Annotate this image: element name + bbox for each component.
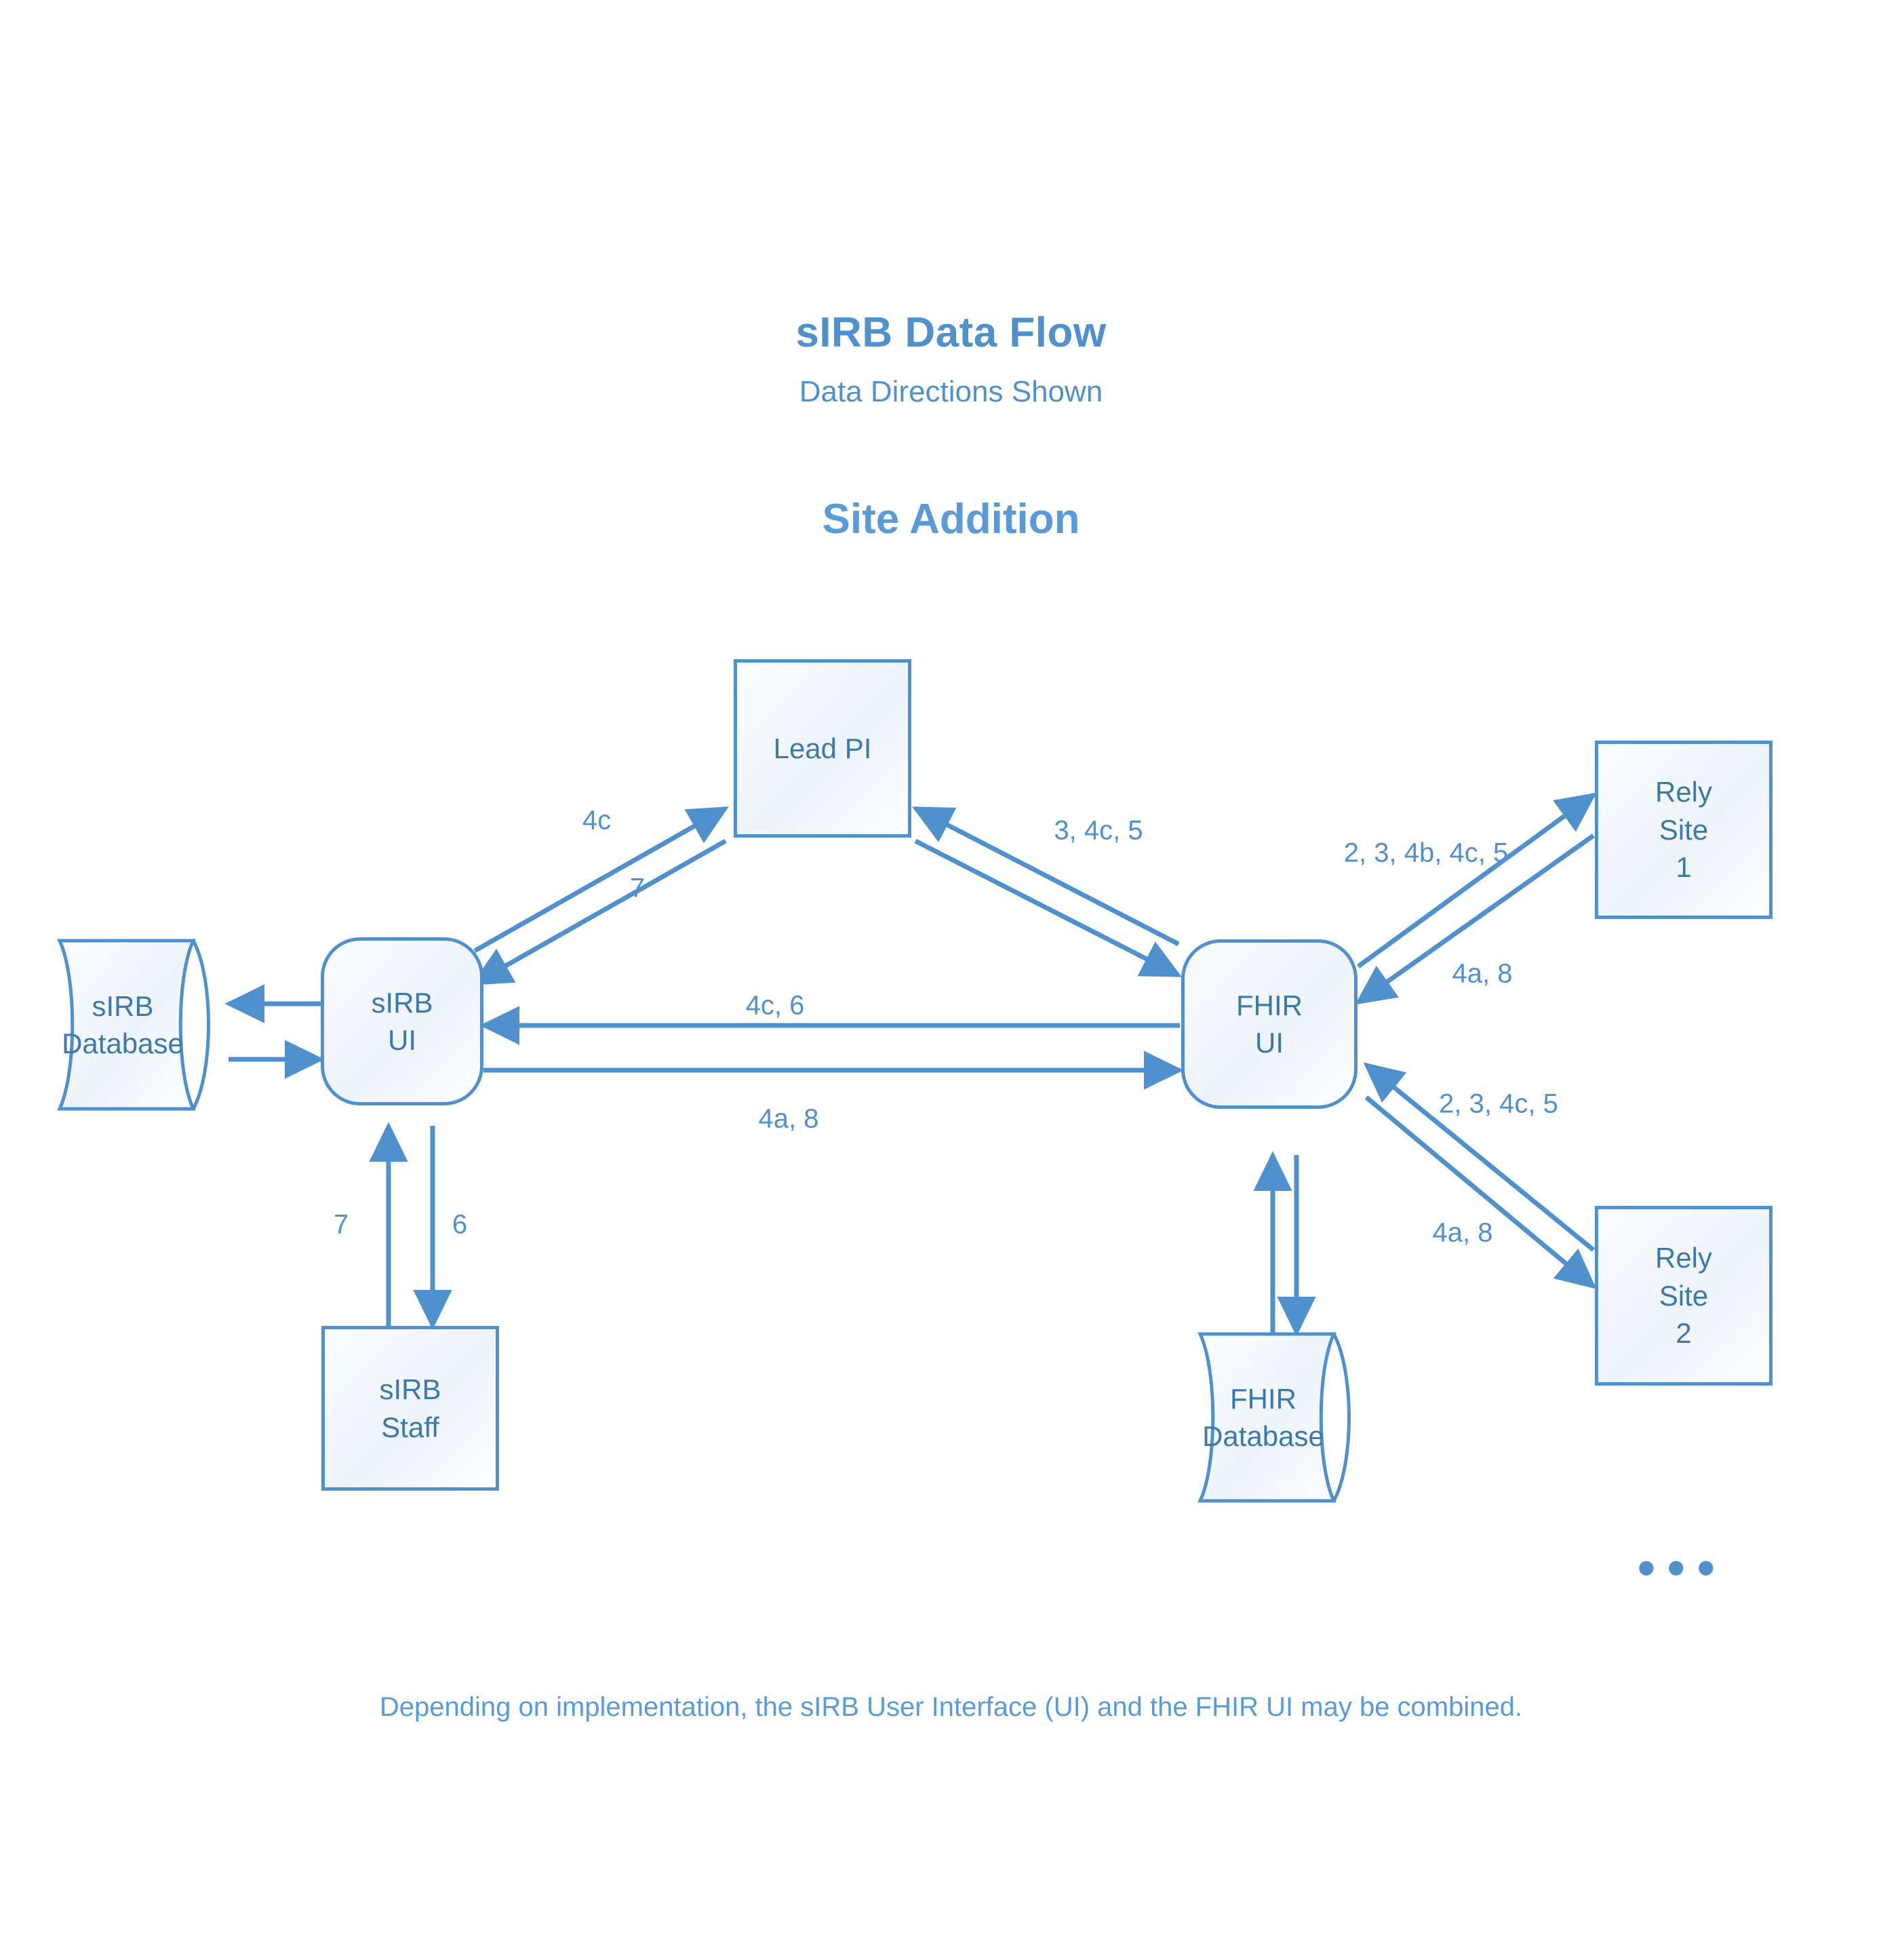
edge-fhirui-to-rely2 bbox=[1364, 1095, 1597, 1289]
edge-label-2-3-4b-4c-5: 2, 3, 4b, 4c, 5 bbox=[1343, 838, 1509, 868]
node-rely-site-2-label: Rely Site 2 bbox=[1655, 1242, 1713, 1350]
edge-label-7-leadpi: 7 bbox=[629, 873, 646, 903]
node-sirb-ui-label: sIRB UI bbox=[371, 986, 433, 1056]
edge-leadpi-to-fhirui bbox=[914, 838, 1182, 978]
edge-label-3-4c-5: 3, 4c, 5 bbox=[1054, 815, 1143, 846]
edge-fhirui-to-rely1 bbox=[1356, 792, 1597, 968]
edge-label-4a-8-center: 4a, 8 bbox=[758, 1103, 819, 1134]
section-title: Site Addition bbox=[822, 496, 1080, 543]
node-lead-pi-label: Lead PI bbox=[773, 732, 872, 764]
node-sirb-ui[interactable]: sIRB UI bbox=[321, 937, 483, 1105]
page-title: sIRB Data Flow bbox=[795, 309, 1107, 356]
node-sirb-staff[interactable]: sIRB Staff bbox=[321, 1326, 499, 1491]
node-sirb-database-label: sIRB Database bbox=[62, 989, 184, 1059]
node-fhir-database[interactable]: FHIR Database bbox=[1188, 1331, 1371, 1504]
node-rely-site-1-label: Rely Site 1 bbox=[1655, 776, 1713, 884]
node-fhir-database-label: FHIR Database bbox=[1202, 1382, 1324, 1452]
node-fhir-ui[interactable]: FHIR UI bbox=[1181, 939, 1358, 1109]
edge-label-7-staff: 7 bbox=[333, 1209, 349, 1240]
footer-note: Depending on implementation, the sIRB Us… bbox=[379, 1692, 1523, 1722]
node-sirb-staff-label: sIRB Staff bbox=[379, 1373, 441, 1443]
edge-label-2-3-4c-5: 2, 3, 4c, 5 bbox=[1439, 1089, 1558, 1119]
node-lead-pi[interactable]: Lead PI bbox=[734, 659, 911, 838]
node-rely-site-2[interactable]: Rely Site 2 bbox=[1595, 1206, 1772, 1386]
node-fhir-ui-label: FHIR UI bbox=[1236, 989, 1303, 1059]
edge-leadpi-to-sirbui bbox=[471, 838, 727, 986]
page-subtitle: Data Directions Shown bbox=[799, 375, 1103, 408]
edge-label-4a-8-rely1: 4a, 8 bbox=[1452, 958, 1513, 989]
edge-label-4a-8-rely2: 4a, 8 bbox=[1432, 1217, 1493, 1248]
node-sirb-database[interactable]: sIRB Database bbox=[47, 937, 231, 1112]
edge-label-6-staff: 6 bbox=[452, 1209, 468, 1240]
edge-label-4c-6: 4c, 6 bbox=[745, 990, 805, 1021]
ellipsis-decoration: ••• bbox=[1638, 1540, 1727, 1596]
node-rely-site-1[interactable]: Rely Site 1 bbox=[1595, 741, 1772, 919]
edge-label-4c: 4c bbox=[582, 805, 612, 836]
